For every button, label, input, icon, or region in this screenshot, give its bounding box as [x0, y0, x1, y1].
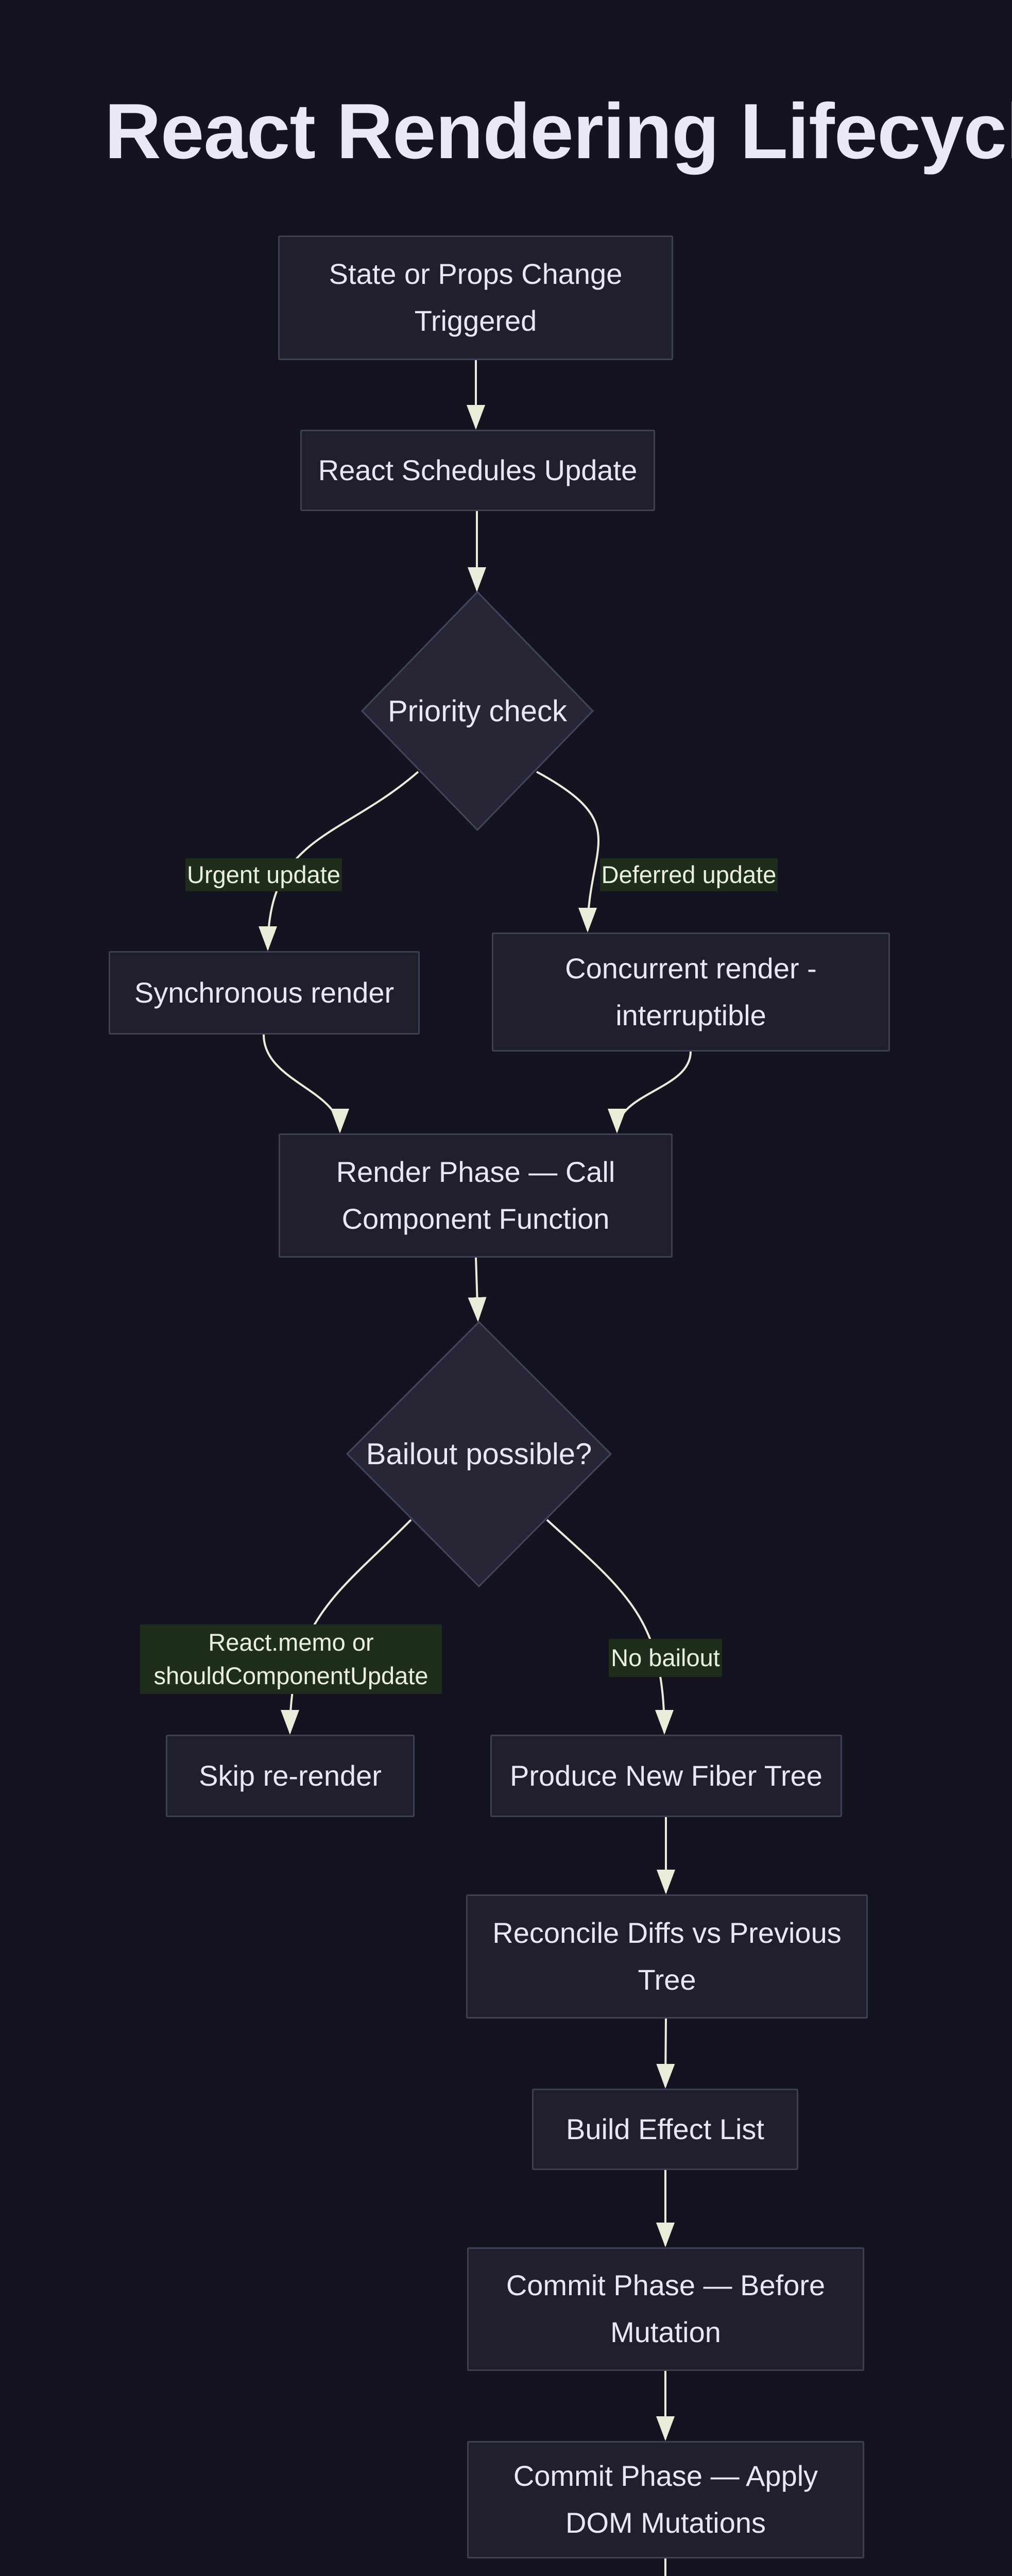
edge-sync-to-render — [263, 1034, 349, 1133]
node-render-phase: Render Phase — Call Component Function — [279, 1133, 673, 1258]
decision-bailout-possible-shape — [346, 1320, 612, 1588]
edge-label-react-memo: React.memo or shouldComponentUpdate — [140, 1624, 442, 1694]
edge-priority-to-concurrent — [536, 771, 599, 933]
page-title: React Rendering Lifecycle — [105, 88, 1012, 175]
node-produce-new-fiber-tree: Produce New Fiber Tree — [490, 1735, 842, 1817]
edge-label-deferred-update: Deferred update — [600, 858, 778, 891]
edge-label-no-bailout: No bailout — [609, 1639, 722, 1677]
node-commit-apply-dom-mutations: Commit Phase — Apply DOM Mutations — [467, 2441, 864, 2558]
edge-concurrent-to-render — [608, 1051, 692, 1133]
node-state-or-props-change: State or Props Change Triggered — [278, 235, 673, 360]
edge-label-urgent-update: Urgent update — [185, 858, 342, 891]
edge-reconcile-to-effectlist — [656, 2018, 675, 2089]
node-react-schedules-update: React Schedules Update — [300, 430, 655, 511]
edge-bailout-to-fiber — [546, 1519, 674, 1735]
node-concurrent-render: Concurrent render - interruptible — [492, 933, 890, 1052]
decision-bailout-possible-label: Bailout possible? — [366, 1437, 592, 1471]
edge-render-to-bailout — [468, 1257, 487, 1322]
decision-priority-check-shape — [361, 590, 594, 832]
node-skip-re-render: Skip re-render — [166, 1735, 415, 1817]
edge-priority-to-sync — [259, 771, 419, 951]
node-synchronous-render: Synchronous render — [109, 951, 420, 1035]
decision-priority-check-label: Priority check — [387, 694, 568, 728]
node-build-effect-list: Build Effect List — [532, 2089, 798, 2170]
node-reconcile-diffs: Reconcile Diffs vs Previous Tree — [466, 1894, 868, 2019]
node-commit-before-mutation: Commit Phase — Before Mutation — [467, 2247, 864, 2371]
